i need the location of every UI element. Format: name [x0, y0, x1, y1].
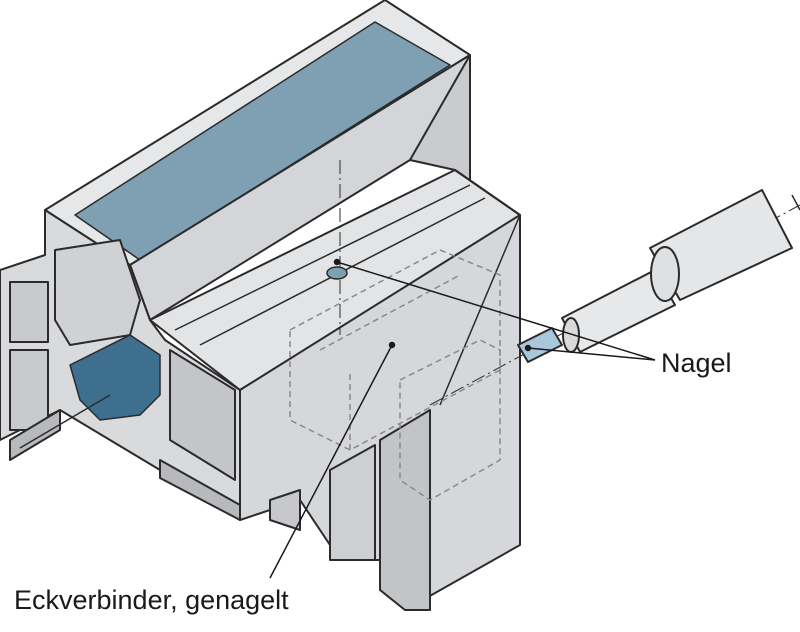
- chamber-right: [169, 349, 236, 481]
- nail-tool: [517, 189, 800, 363]
- bottom-groove: [19, 394, 111, 449]
- top-groove-1: [174, 184, 471, 331]
- rib-2: [329, 444, 376, 561]
- lower-seal: [69, 334, 161, 421]
- leader-eck: [269, 344, 393, 579]
- nail-hole: [326, 266, 348, 280]
- connector-arm-vertical: [399, 339, 501, 501]
- leader-dot-nail: [524, 344, 532, 352]
- punch-tip: [562, 317, 580, 353]
- chamber-left-top: [9, 281, 49, 343]
- profile-foot-left: [9, 409, 61, 461]
- leader-nagel-1: [336, 261, 656, 361]
- nail: [517, 327, 563, 363]
- corner-connector-hidden: [289, 249, 501, 501]
- cross-frame-profile: [149, 169, 521, 611]
- mitre-edge: [454, 169, 521, 216]
- label-nail: Nagel: [661, 348, 732, 378]
- leader-nagel-2: [527, 347, 656, 361]
- leader-dot-top: [333, 258, 341, 266]
- leader-dot-connector: [388, 341, 396, 349]
- rib-3: [379, 409, 431, 611]
- connector-inner-edge: [319, 274, 461, 351]
- mitre-diagonal: [439, 214, 521, 406]
- rib-1: [269, 489, 301, 531]
- chamber-left-bottom: [9, 349, 49, 431]
- punch-body-end: [650, 246, 680, 302]
- leader-lines: [269, 258, 656, 579]
- punch-edge-right: [791, 194, 800, 211]
- label-corner-connector: Eckverbinder, genagelt: [14, 585, 289, 615]
- long-frame-profile: [0, 0, 471, 521]
